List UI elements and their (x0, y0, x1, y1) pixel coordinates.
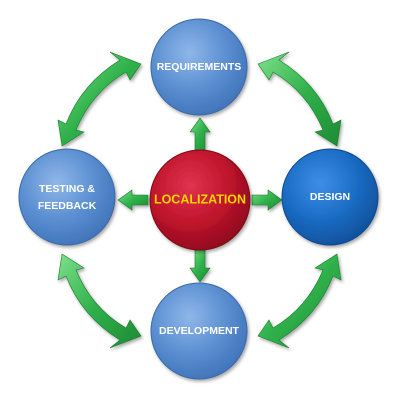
node-design: DESIGN (281, 148, 379, 246)
arrow-center-to-design (251, 189, 283, 211)
arrow-center-to-testing (117, 189, 149, 211)
arrow-center-to-development (189, 249, 211, 283)
arrow-center-to-requirements (189, 117, 211, 151)
cycle-arrow-design-development (257, 253, 342, 349)
center-label: LOCALIZATION (154, 192, 246, 206)
node-development: DEVELOPMENT (150, 282, 248, 380)
cycle-arrow-testing-development (57, 253, 142, 349)
node-localization-center: LOCALIZATION (149, 149, 251, 251)
node-requirements-label: REQUIREMENTS (157, 61, 242, 73)
cycle-arrow-requirements-design (257, 51, 342, 147)
node-development-label: DEVELOPMENT (159, 325, 240, 337)
node-design-label: DESIGN (310, 191, 350, 203)
node-requirements: REQUIREMENTS (150, 18, 248, 116)
cycle-arrow-requirements-testing (57, 51, 142, 147)
node-testing-label-line2: FEEDBACK (38, 200, 97, 212)
node-testing-label-line1: TESTING & (39, 183, 95, 195)
node-testing-feedback: TESTING & FEEDBACK (18, 148, 116, 246)
